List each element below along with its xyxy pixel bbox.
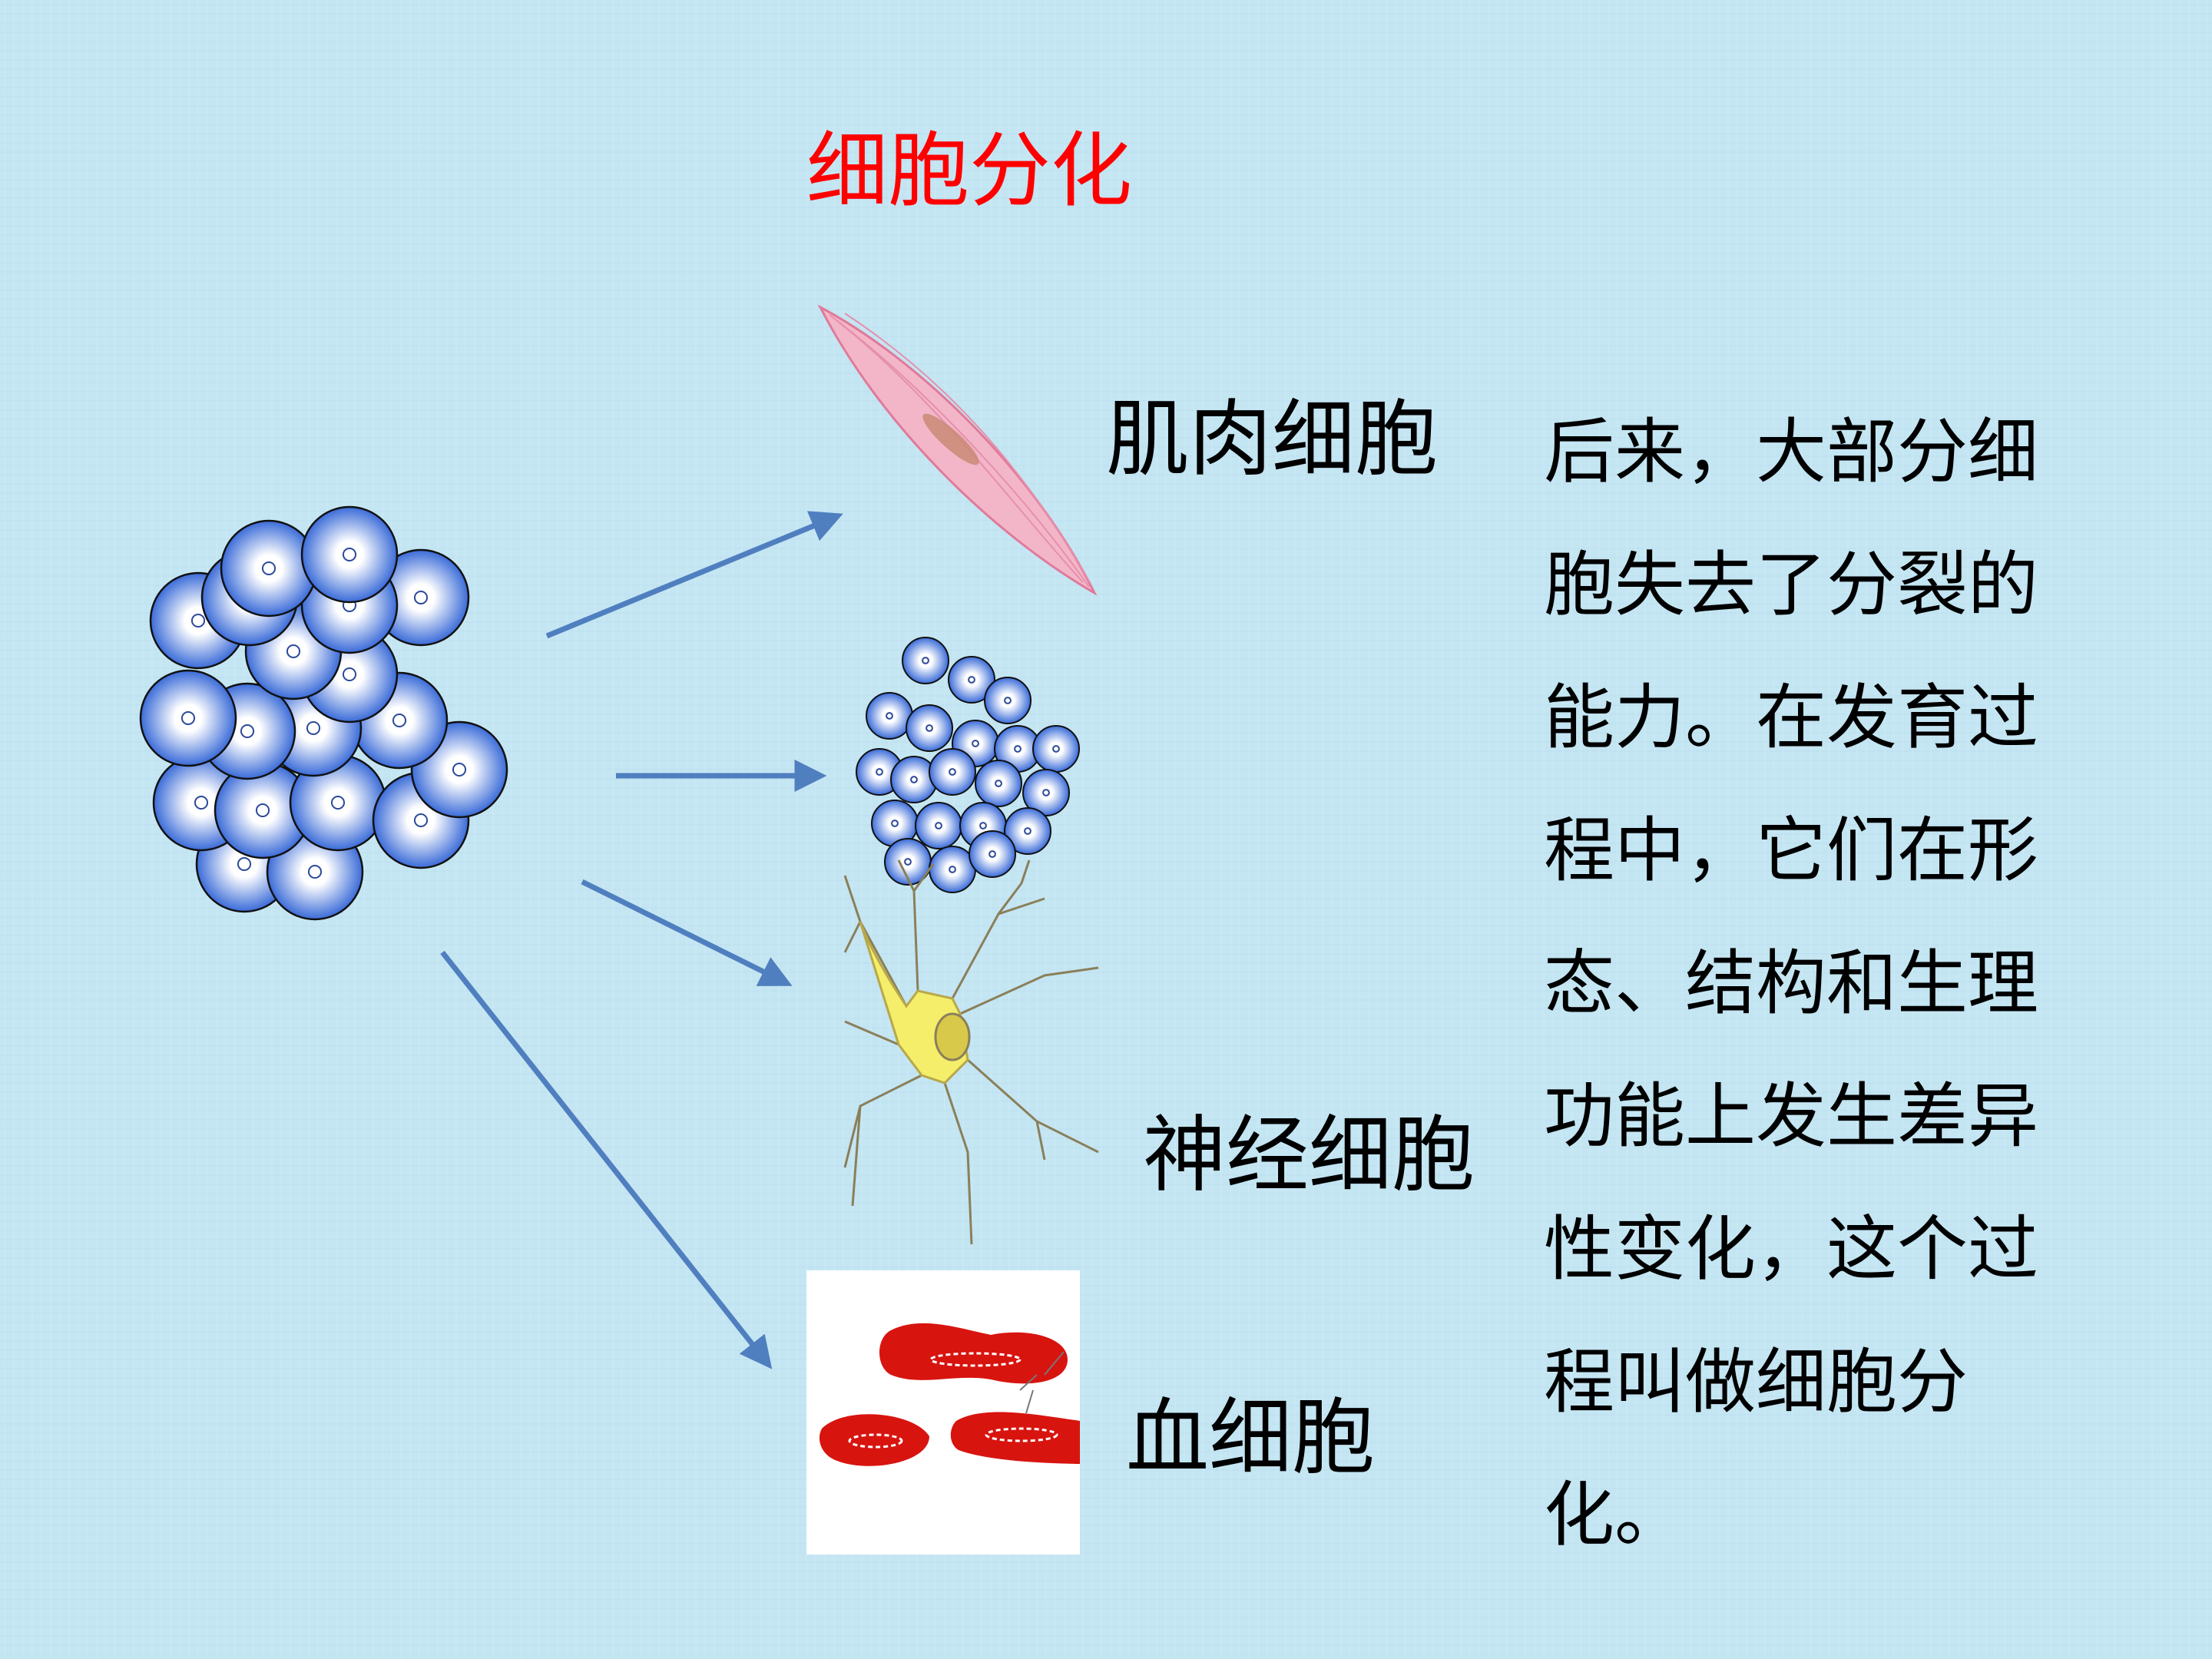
red-blood-cell xyxy=(950,1412,1080,1464)
cell xyxy=(902,637,949,684)
label-blood-cell: 血细胞 xyxy=(1126,1390,1376,1486)
arrow-to-blood xyxy=(440,950,773,1369)
cell xyxy=(915,802,962,849)
nerve-cell-illustration xyxy=(843,859,1099,1245)
cell xyxy=(948,656,995,704)
description-text: 后来，大部分细胞失去了分裂的能力。在发育过程中，它们在形态、结构和生理功能上发生… xyxy=(1544,411,2039,1556)
cell xyxy=(984,677,1031,724)
cell xyxy=(969,830,1016,878)
cell xyxy=(1032,725,1080,773)
cell xyxy=(1004,807,1051,855)
label-nerve-cell: 神经细胞 xyxy=(1143,1108,1475,1204)
label-muscle-cell: 肌肉细胞 xyxy=(1106,392,1439,488)
slide-title: 细胞分化 xyxy=(806,124,1132,218)
blood-cell-illustration xyxy=(806,1270,1080,1555)
cell xyxy=(1022,769,1070,816)
differentiation-arrows xyxy=(440,511,843,1369)
cell xyxy=(866,692,913,740)
arrow-to-nerve xyxy=(581,879,793,986)
arrow-to-muscle xyxy=(545,511,843,639)
cell xyxy=(929,846,976,893)
red-blood-cell xyxy=(879,1323,1068,1384)
cell xyxy=(929,748,976,796)
cell xyxy=(300,505,399,604)
cell xyxy=(906,704,953,752)
muscle-cell-illustration xyxy=(817,304,1098,596)
red-blood-cell xyxy=(819,1414,929,1466)
undifferentiated-cell-cluster xyxy=(139,505,508,921)
cell xyxy=(975,760,1022,807)
cell xyxy=(139,669,237,767)
small-cell-cluster xyxy=(856,637,1080,893)
cell xyxy=(220,519,318,618)
